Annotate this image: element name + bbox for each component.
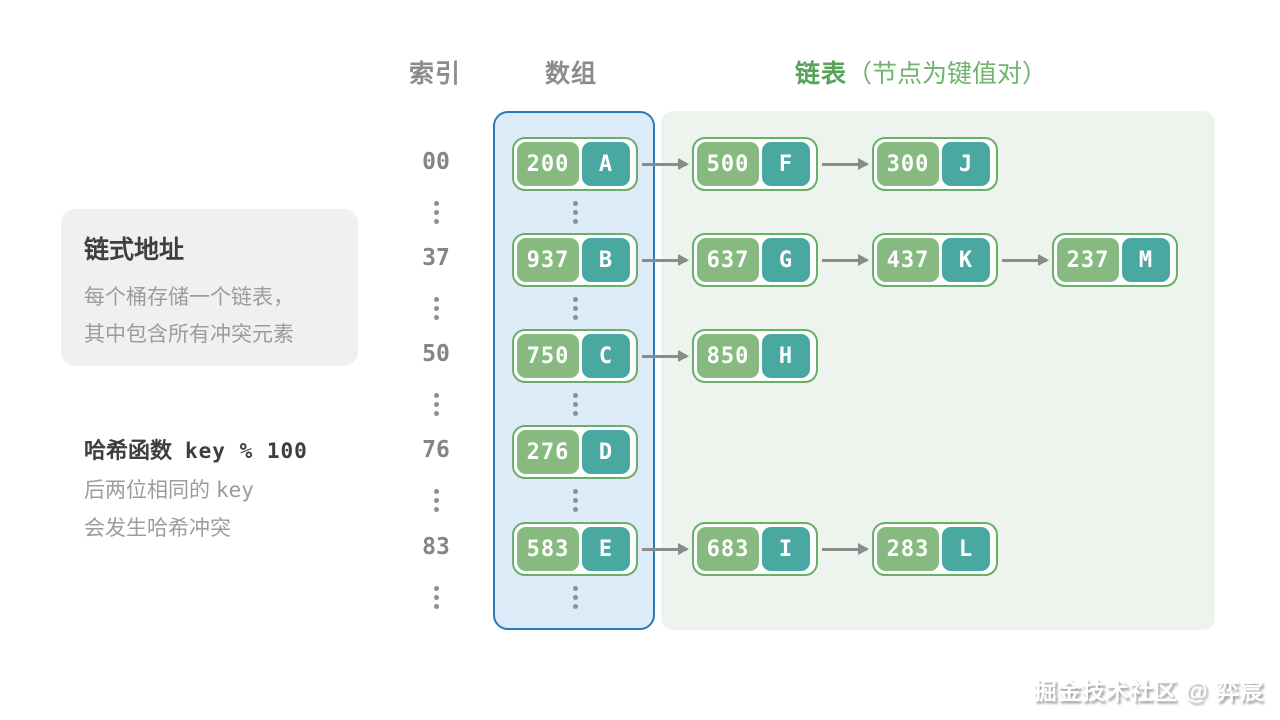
- ellipsis-dots: [433, 297, 439, 320]
- index-label: 37: [422, 245, 450, 271]
- node-value: B: [582, 238, 630, 282]
- ellipsis-dots: [572, 201, 578, 224]
- node-key: 283: [877, 527, 939, 571]
- list-header-note: （节点为键值对）: [847, 60, 1048, 88]
- array-column-header: 数组: [544, 60, 597, 88]
- node-value: F: [762, 142, 810, 186]
- index-label: 76: [422, 437, 450, 463]
- node-value: G: [762, 238, 810, 282]
- next-pointer-arrow: [822, 253, 869, 266]
- hash-function-label: 哈希函数: [84, 438, 173, 463]
- node-value: J: [942, 142, 990, 186]
- watermark: 掘金技术社区 @ 弈宸: [1033, 678, 1264, 704]
- info-box-line2: 其中包含所有冲突元素: [84, 323, 294, 346]
- node-key: 750: [517, 334, 579, 378]
- node-key: 583: [517, 527, 579, 571]
- hash-function-title: 哈希函数 key % 100: [84, 433, 308, 465]
- next-pointer-arrow: [822, 157, 869, 170]
- node-value: A: [582, 142, 630, 186]
- hash-function-formula: key % 100: [185, 439, 308, 463]
- list-column-header: 链表（节点为键值对）: [795, 54, 1047, 90]
- node-key: 850: [697, 334, 759, 378]
- node-key: 276: [517, 430, 579, 474]
- info-box: 链式地址 每个桶存储一个链表， 其中包含所有冲突元素: [61, 209, 358, 366]
- node-value: D: [582, 430, 630, 474]
- index-label: 00: [422, 149, 450, 175]
- node-value: H: [762, 334, 810, 378]
- node-key: 237: [1057, 238, 1119, 282]
- node-value: K: [942, 238, 990, 282]
- ellipsis-dots: [572, 586, 578, 609]
- ellipsis-dots: [433, 586, 439, 609]
- index-column-header: 索引: [408, 60, 461, 88]
- next-pointer-arrow: [642, 542, 689, 555]
- hash-conflict-line2: 会发生哈希冲突: [84, 517, 231, 540]
- ellipsis-dots: [433, 393, 439, 416]
- node-key: 683: [697, 527, 759, 571]
- next-pointer-arrow: [642, 157, 689, 170]
- next-pointer-arrow: [642, 349, 689, 362]
- ellipsis-dots: [433, 489, 439, 512]
- node-key: 637: [697, 238, 759, 282]
- ellipsis-dots: [433, 201, 439, 224]
- index-label: 50: [422, 341, 450, 367]
- list-header-strong: 链表: [795, 60, 848, 88]
- next-pointer-arrow: [642, 253, 689, 266]
- next-pointer-arrow: [1002, 253, 1049, 266]
- node-value: M: [1122, 238, 1170, 282]
- info-box-title: 链式地址: [84, 236, 185, 264]
- node-key: 200: [517, 142, 579, 186]
- node-value: E: [582, 527, 630, 571]
- node-value: L: [942, 527, 990, 571]
- node-key: 500: [697, 142, 759, 186]
- index-label: 83: [422, 534, 450, 560]
- node-value: I: [762, 527, 810, 571]
- node-key: 300: [877, 142, 939, 186]
- next-pointer-arrow: [822, 542, 869, 555]
- ellipsis-dots: [572, 489, 578, 512]
- node-value: C: [582, 334, 630, 378]
- ellipsis-dots: [572, 297, 578, 320]
- node-key: 437: [877, 238, 939, 282]
- ellipsis-dots: [572, 393, 578, 416]
- info-box-line1: 每个桶存储一个链表，: [84, 286, 294, 309]
- node-key: 937: [517, 238, 579, 282]
